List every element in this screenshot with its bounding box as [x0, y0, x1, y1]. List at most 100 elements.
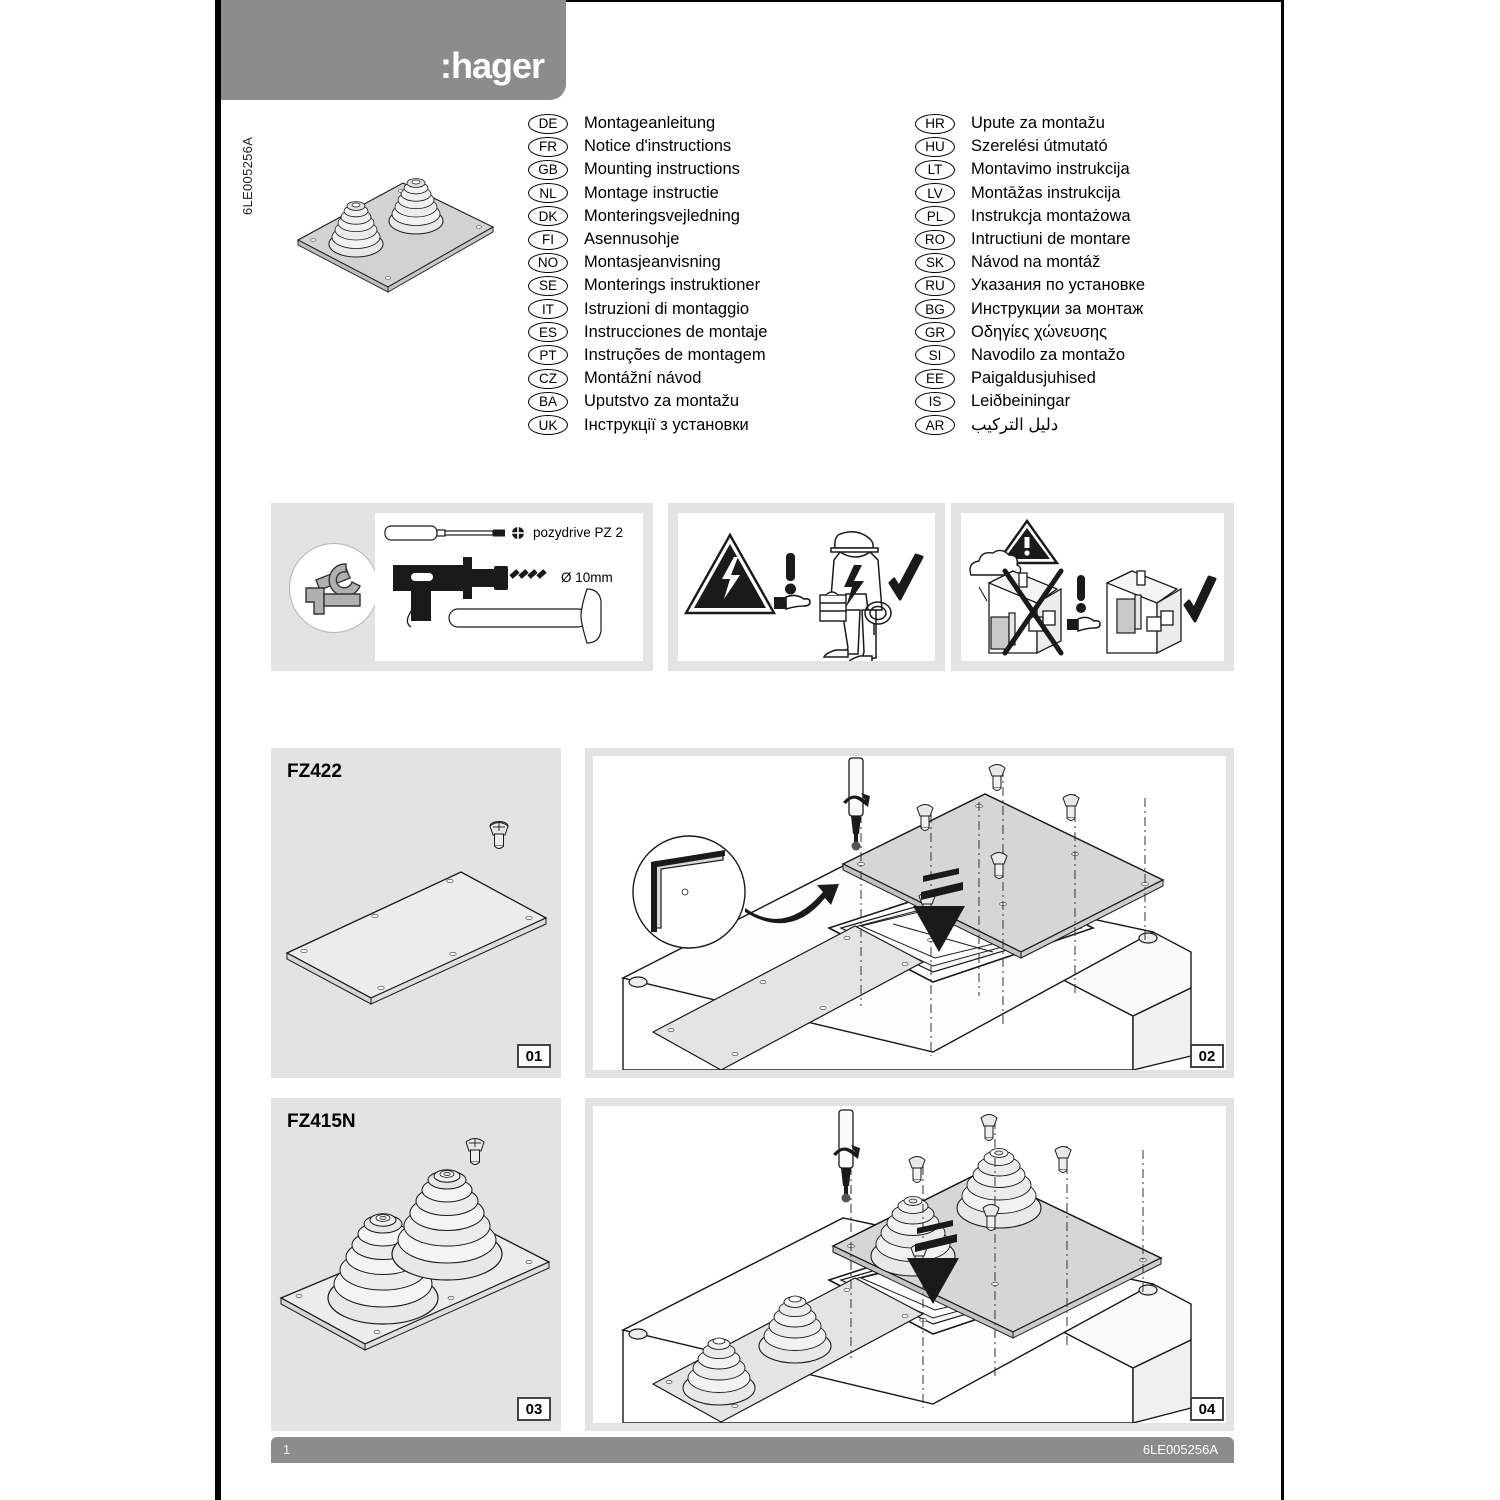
- language-label-lv: Montāžas instrukcija: [971, 183, 1121, 202]
- language-row-it: IT Istruzioni di montaggio: [528, 298, 767, 321]
- language-code-badge-cz: CZ: [528, 368, 568, 389]
- language-label-nl: Montage instructie: [584, 183, 719, 202]
- footer-reference-code: 6LE005256A: [1142, 1442, 1218, 1457]
- language-code-badge-gb: GB: [528, 159, 568, 180]
- language-code-badge-ro: RO: [915, 229, 955, 250]
- language-code-badge-it: IT: [528, 299, 568, 320]
- language-row-pt: PT Instruções de montagem: [528, 344, 767, 367]
- tools-detail-box: pozydrive PZ 2 Ø 10mm: [375, 513, 643, 661]
- language-label-es: Instrucciones de montaje: [584, 322, 768, 341]
- language-code-badge-nl: NL: [528, 183, 568, 204]
- language-code-badge-fi: FI: [528, 229, 568, 250]
- language-label-ee: Paigaldusjuhised: [971, 369, 1096, 388]
- language-row-is: IS Leiðbeiningar: [915, 390, 1145, 413]
- language-label-ba: Uputstvo za montažu: [584, 392, 739, 411]
- step-panel-02: 02: [585, 748, 1234, 1078]
- language-label-ru: Указания по установке: [971, 276, 1146, 295]
- language-row-lv: LV Montāžas instrukcija: [915, 182, 1145, 205]
- language-label-pt: Instruções de montagem: [584, 345, 766, 364]
- language-label-gr: Οδηγίες χώνευσης: [971, 322, 1108, 341]
- tools-panel: pozydrive PZ 2 Ø 10mm: [271, 503, 653, 671]
- language-row-ba: BA Uputstvo za montažu: [528, 390, 767, 413]
- language-label-sk: Návod na montáž: [971, 253, 1101, 272]
- language-row-hu: HU Szerelési útmutató: [915, 135, 1145, 158]
- language-code-badge-de: DE: [528, 113, 568, 134]
- language-row-de: DE Montageanleitung: [528, 112, 767, 135]
- language-code-badge-sk: SK: [915, 252, 955, 273]
- step-badge-02: 02: [1190, 1044, 1224, 1068]
- language-row-fi: FI Asennusohje: [528, 228, 767, 251]
- language-label-is: Leiðbeiningar: [971, 392, 1071, 411]
- part-label-fz422: FZ422: [287, 761, 342, 782]
- language-label-cz: Montážní návod: [584, 369, 702, 388]
- step-panel-03: FZ415N: [271, 1098, 561, 1431]
- language-row-pl: PL Instrukcja montażowa: [915, 205, 1145, 228]
- language-label-hu: Szerelési útmutató: [971, 137, 1108, 156]
- drill-spec-label: Ø 10mm: [561, 570, 613, 585]
- step-04-box: [593, 1106, 1226, 1423]
- step-03-illustration: [279, 1138, 551, 1351]
- language-code-badge-uk: UK: [528, 415, 568, 436]
- electrical-safety-panel: [668, 503, 945, 671]
- step-badge-04: 04: [1190, 1397, 1224, 1421]
- wrench-hammer-icon: [289, 543, 379, 633]
- step-02-box: [593, 756, 1226, 1070]
- language-label-fi: Asennusohje: [584, 230, 680, 249]
- language-label-bg: Инструкции за монтаж: [971, 299, 1144, 318]
- header-band: :hager: [221, 0, 566, 100]
- language-row-bg: BG Инструкции за монтаж: [915, 298, 1145, 321]
- language-row-nl: NL Montage instructie: [528, 182, 767, 205]
- language-code-badge-lt: LT: [915, 159, 955, 180]
- language-code-badge-se: SE: [528, 275, 568, 296]
- page-number: 1: [283, 1442, 291, 1457]
- step-panel-01: FZ422 01: [271, 748, 561, 1078]
- screwdriver-spec-label: pozydrive PZ 2: [533, 525, 624, 540]
- language-code-badge-si: SI: [915, 345, 955, 366]
- language-label-ro: Intructiuni de montare: [971, 230, 1131, 249]
- page-border-left: [215, 0, 221, 1500]
- step-01-illustration: [285, 821, 548, 1005]
- language-code-badge-no: NO: [528, 252, 568, 273]
- language-code-badge-pl: PL: [915, 206, 955, 227]
- language-label-de: Montageanleitung: [584, 114, 716, 133]
- footer-band: 1 6LE005256A: [271, 1437, 1234, 1463]
- indoor-use-box: [961, 513, 1224, 661]
- language-row-sk: SK Návod na montáž: [915, 251, 1145, 274]
- electrical-safety-box: [678, 513, 935, 661]
- product-illustration-fz415n: [288, 165, 503, 310]
- hager-logo: :hager: [439, 45, 545, 86]
- language-row-ru: RU Указания по установке: [915, 274, 1145, 297]
- language-label-uk: Інструкції з установки: [584, 415, 749, 434]
- language-code-badge-ru: RU: [915, 275, 955, 296]
- language-code-badge-lv: LV: [915, 183, 955, 204]
- step-02-illustration: [620, 757, 1192, 1070]
- language-label-fr: Notice d'instructions: [584, 137, 732, 156]
- language-code-badge-hu: HU: [915, 136, 955, 157]
- language-code-badge-ar: AR: [915, 415, 955, 436]
- language-code-badge-hr: HR: [915, 113, 955, 134]
- language-row-es: ES Instrucciones de montaje: [528, 321, 767, 344]
- language-code-badge-ba: BA: [528, 391, 568, 412]
- language-row-ro: RO Intructiuni de montare: [915, 228, 1145, 251]
- language-code-badge-pt: PT: [528, 345, 568, 366]
- language-code-badge-es: ES: [528, 322, 568, 343]
- language-label-pl: Instrukcja montażowa: [971, 206, 1131, 225]
- language-label-it: Istruzioni di montaggio: [584, 299, 750, 318]
- language-code-badge-is: IS: [915, 391, 955, 412]
- page-border-right: [1281, 0, 1284, 1500]
- language-code-badge-bg: BG: [915, 299, 955, 320]
- language-row-uk: UK Інструкції з установки: [528, 413, 767, 436]
